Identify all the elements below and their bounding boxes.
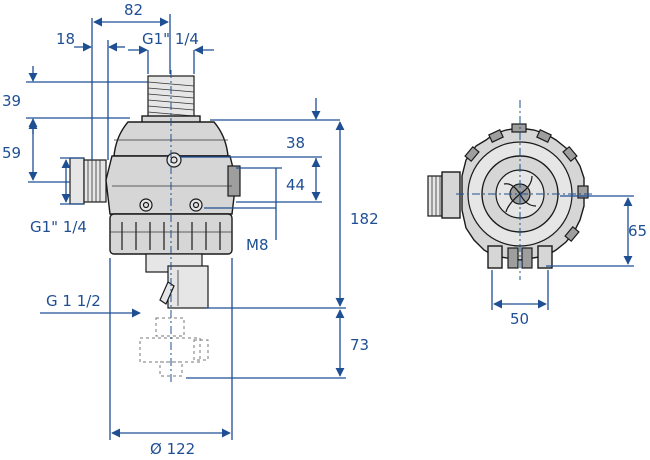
label-182: 182 — [350, 210, 379, 228]
front-view — [69, 70, 241, 385]
label-82: 82 — [124, 1, 143, 19]
side-view-teeth — [464, 123, 589, 243]
label-39: 39 — [2, 92, 21, 110]
label-18: 18 — [56, 30, 75, 48]
side-view-thread — [427, 171, 461, 219]
side-dimension-lines — [491, 195, 634, 310]
top-threaded-inlet — [141, 75, 201, 125]
label-side-thread: G1" 1/4 — [30, 218, 87, 236]
label-top-thread: G1" 1/4 — [142, 30, 199, 48]
side-view-feet — [487, 245, 553, 269]
label-m8: M8 — [246, 236, 269, 254]
label-59: 59 — [2, 144, 21, 162]
impeller-vanes — [503, 175, 537, 213]
side-threaded-inlet — [69, 157, 107, 205]
label-65: 65 — [628, 222, 647, 240]
label-73: 73 — [350, 336, 369, 354]
label-44: 44 — [286, 176, 305, 194]
front-dimension-lines — [26, 14, 346, 440]
ghost-valve — [139, 317, 209, 377]
bolt-heads — [139, 152, 203, 212]
label-bottom-thread: G 1 1/2 — [46, 292, 101, 310]
side-view — [427, 100, 594, 280]
bottom-outlet — [145, 253, 209, 309]
label-38: 38 — [286, 134, 305, 152]
label-50: 50 — [510, 310, 529, 328]
label-diameter-122: Ø 122 — [150, 440, 195, 458]
